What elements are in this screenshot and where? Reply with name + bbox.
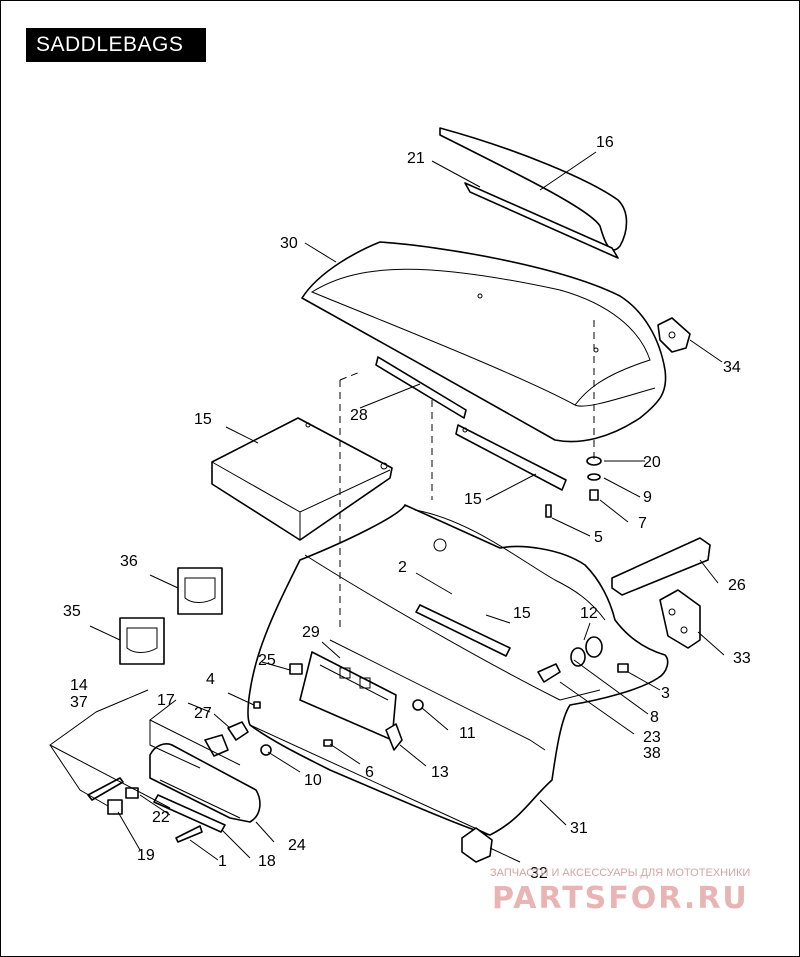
part-19-tag — [107, 799, 123, 815]
callout-36: 36 — [120, 553, 138, 570]
part-30-lid — [301, 241, 667, 443]
part-4-screw — [253, 701, 261, 709]
part-11-nut — [412, 699, 424, 711]
callout-12: 12 — [580, 605, 598, 622]
callout-37: 37 — [70, 694, 88, 711]
callout-14: 14 — [70, 677, 88, 694]
callout-17: 17 — [157, 692, 175, 709]
part-22-key — [87, 777, 139, 801]
part-33-hinge-bracket — [659, 589, 701, 649]
callout-15-strap-upper: 15 — [464, 491, 482, 508]
diagram-title: SADDLEBAGS — [26, 28, 206, 62]
callout-30: 30 — [280, 235, 298, 252]
part-3-screw — [617, 663, 629, 673]
part-18-insert — [153, 794, 226, 833]
part-12-grommets — [570, 636, 603, 667]
part-7-screw — [589, 489, 599, 501]
part-8-stud — [537, 663, 561, 683]
part-25-latch-guide — [289, 663, 303, 675]
callout-31: 31 — [570, 820, 588, 837]
part-24-latch-cover — [149, 734, 261, 823]
callout-4: 4 — [206, 671, 215, 688]
callout-18: 18 — [258, 853, 276, 870]
part-28-hinge-strip — [375, 356, 467, 419]
callout-15-strap-lower: 15 — [513, 605, 531, 622]
part-26-trim-strip — [611, 537, 711, 596]
callout-6: 6 — [365, 764, 374, 781]
callout-23: 23 — [643, 729, 661, 746]
callout-33: 33 — [733, 650, 751, 667]
callout-9: 9 — [643, 489, 652, 506]
callout-29: 29 — [302, 624, 320, 641]
callout-13: 13 — [431, 764, 449, 781]
callout-21: 21 — [407, 150, 425, 167]
part-5-screw — [545, 504, 552, 518]
callout-11: 11 — [459, 725, 476, 742]
callout-1: 1 — [218, 853, 227, 870]
part-15-liner-panel — [211, 417, 393, 541]
part-31-saddlebag-body — [247, 504, 669, 836]
callout-5: 5 — [594, 529, 603, 546]
callout-16: 16 — [596, 134, 614, 151]
watermark-tagline: ЗАПЧАСТИ И АКСЕССУАРЫ ДЛЯ МОТОТЕХНИКИ — [490, 867, 750, 879]
part-27-lock-cylinder — [227, 721, 249, 741]
part-9-washer — [587, 473, 601, 481]
callout-34: 34 — [723, 359, 741, 376]
part-13-latch-hook — [385, 723, 403, 751]
callout-32: 32 — [530, 865, 548, 882]
callout-10: 10 — [304, 772, 322, 789]
part-32-bumper — [461, 827, 493, 863]
part-1-screw — [175, 825, 203, 843]
callout-19: 19 — [137, 847, 155, 864]
callout-35: 35 — [63, 603, 81, 620]
watermark-logo: PARTSFOR.RU — [492, 881, 749, 916]
callout-22: 22 — [152, 809, 170, 826]
callout-3: 3 — [661, 685, 670, 702]
callout-38: 38 — [643, 745, 661, 762]
callout-20: 20 — [643, 454, 661, 471]
part-15-strap-lower — [415, 604, 511, 657]
callout-27: 27 — [194, 705, 212, 722]
part-6-screw — [323, 739, 333, 747]
callout-2: 2 — [398, 559, 407, 576]
callout-7: 7 — [638, 515, 647, 532]
callout-24: 24 — [288, 837, 306, 854]
callout-25: 25 — [258, 652, 276, 669]
callout-26: 26 — [728, 577, 746, 594]
leader-lines — [49, 151, 725, 863]
part-34-lid-stop — [657, 317, 691, 353]
callout-8: 8 — [650, 709, 659, 726]
part-35-label — [119, 617, 165, 665]
part-21-rail — [464, 182, 619, 259]
part-16-lid-trim — [439, 127, 628, 251]
part-36-label — [177, 567, 223, 615]
callout-28: 28 — [350, 407, 368, 424]
part-15-strap-upper — [455, 424, 567, 491]
callout-15-liner: 15 — [194, 411, 212, 428]
